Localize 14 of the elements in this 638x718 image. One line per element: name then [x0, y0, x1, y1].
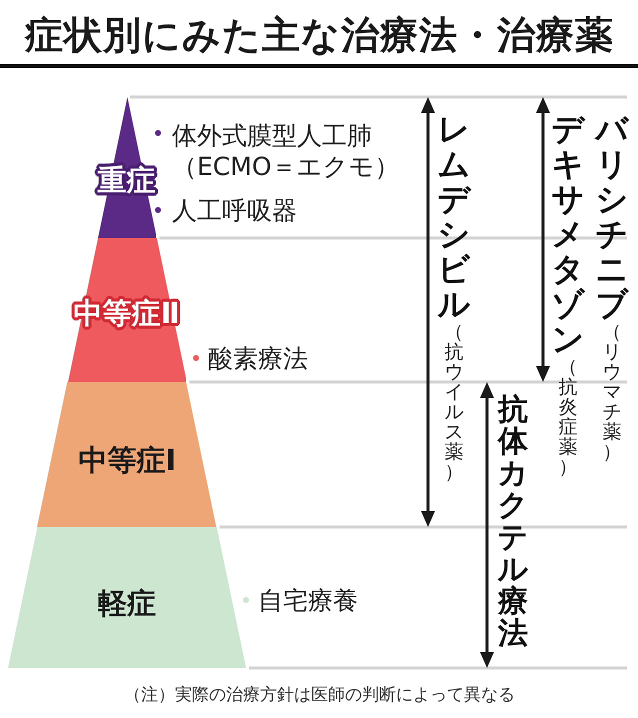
drug-label: バリシチニブ（リウマチ薬） — [594, 112, 630, 462]
severity-label: 軽症 — [98, 586, 156, 620]
drug-label: デキサメタゾン（抗炎症薬） — [550, 112, 586, 477]
drug-label: 抗体カクテル療法 — [496, 394, 530, 650]
severity-band — [37, 382, 217, 527]
treatment-text: 酸素療法 — [208, 343, 308, 374]
treatment-text: 体外式膜型人工肺（ECMO＝エクモ） — [172, 120, 400, 182]
severity-band — [8, 527, 246, 668]
severity-label: 中等症Ⅰ — [78, 443, 176, 477]
treatment-text: 人工呼吸器 — [172, 195, 297, 226]
drug-label: レムデシビル（抗ウイルス薬） — [436, 112, 472, 482]
treatment-text: 自宅療養 — [258, 585, 358, 616]
title: 症状別にみた主な治療法・治療薬 — [25, 12, 614, 58]
footnote: （注）実際の治療方針は医師の判断によって異なる — [124, 684, 515, 707]
